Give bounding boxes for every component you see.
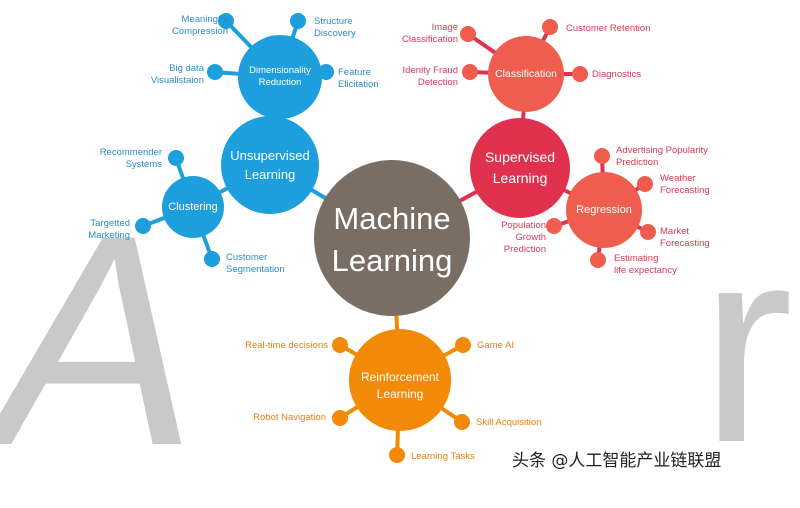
leaf-line: Advertising Popularity — [616, 145, 708, 156]
center-label: Machine Learning — [314, 198, 470, 282]
leaf-dots-red — [460, 19, 656, 268]
leaf-dots-orange — [332, 337, 471, 463]
leaf-line: Customer — [226, 252, 268, 263]
regression-label: Regression — [576, 204, 632, 216]
classification-label: Classification — [495, 68, 557, 80]
leaf-realtime-decisions: Real-time decisions — [222, 340, 328, 352]
leaf-customer-retention: Customer Retention — [566, 23, 666, 35]
leaf-line: Idenity Fraud — [402, 65, 458, 76]
unsupervised-node — [221, 116, 319, 214]
leaf-dots-blue — [135, 13, 334, 267]
watermark-letter-r: r — [700, 189, 794, 501]
leaf-line: Compression — [172, 26, 228, 37]
leaf-skill-acquisition: Skill Acquisition — [476, 417, 566, 429]
mind-map: A r — [0, 13, 793, 508]
leaf-line: Segmentation — [226, 264, 285, 275]
leaf-line: Detection — [417, 77, 458, 88]
leaf-line: Weather — [660, 173, 696, 184]
leaf-game-ai: Game AI — [477, 340, 537, 352]
leaf-robot-navigation: Robot Navigation — [222, 412, 326, 424]
leaf-big-data: Big data Visualistaion — [126, 63, 204, 87]
supervised-line1: Supervised — [484, 149, 556, 165]
center-label-line1: Machine — [333, 201, 451, 236]
leaf-line: Visualistaion — [150, 75, 204, 86]
reinforcement-node — [349, 329, 451, 431]
leaf-line: Customer Retention — [566, 23, 651, 34]
dimensionality-node — [238, 35, 322, 119]
diagram-graphics — [135, 13, 656, 463]
leaf-line: Game AI — [477, 340, 514, 351]
leaf-structure-discovery: Structure Discovery — [314, 16, 394, 40]
supervised-line2: Learning — [492, 170, 548, 186]
leaf-targetted-marketing: Targetted Marketing — [70, 218, 130, 242]
leaf-line: Systems — [125, 159, 162, 170]
leaf-meaningful-compression: Meaningful Compression — [150, 14, 228, 38]
leaf-line: Estimating — [614, 253, 659, 264]
leaf-line: Feature — [338, 67, 371, 78]
leaf-line: Robot Navigation — [253, 412, 326, 423]
leaf-image-classification: Image Classification — [386, 22, 458, 46]
leaf-line: Structure — [314, 16, 353, 27]
unsupervised-line2: Learning — [244, 167, 296, 182]
supervised-label: Supervised Learning — [470, 147, 570, 189]
leaf-life-expectancy: Estimating life expectancy — [614, 253, 704, 277]
center-label-line2: Learning — [331, 243, 453, 278]
leaf-line: Meaningful — [181, 14, 228, 25]
leaf-line: Skill Acquisition — [476, 417, 542, 428]
unsupervised-line1: Unsupervised — [230, 148, 310, 163]
leaf-line: Prediction — [616, 157, 659, 168]
leaf-line: Elicitation — [338, 79, 379, 90]
leaf-identity-fraud: Idenity Fraud Detection — [384, 65, 458, 89]
leaf-population-growth: Population Growth Prediction — [490, 220, 546, 256]
leaf-line: Targetted — [90, 218, 130, 229]
regression-node — [566, 172, 642, 248]
leaf-line: Big data — [169, 63, 204, 74]
reinforcement-label: Reinforcement Learning — [346, 369, 454, 403]
leaf-line: Growth — [515, 232, 546, 243]
dimensionality-line1: Dimensionality — [249, 65, 311, 76]
leaf-customer-segmentation: Customer Segmentation — [226, 252, 306, 276]
leaf-line: Market — [660, 226, 690, 237]
leaf-line: Learning Tasks — [411, 451, 475, 462]
leaf-line: Prediction — [503, 244, 546, 255]
leaf-line: Classification — [402, 34, 458, 45]
dimensionality-label: Dimensionality Reduction — [238, 65, 322, 89]
leaf-line: Population — [501, 220, 546, 231]
leaf-line: Real-time decisions — [245, 340, 328, 351]
leaf-line: Marketing — [88, 230, 130, 241]
leaf-learning-tasks: Learning Tasks — [411, 451, 491, 463]
reinforcement-line1: Reinforcement — [360, 370, 440, 384]
leaf-weather-forecasting: Weather Forecasting — [660, 173, 730, 197]
leaf-market-forecasting: Market Forecasting — [660, 226, 730, 250]
unsupervised-label: Unsupervised Learning — [221, 146, 319, 184]
leaf-line: life expectancy — [614, 265, 677, 276]
leaf-line: Diagnostics — [592, 69, 642, 80]
leaf-line: Discovery — [314, 28, 356, 39]
leaf-line: Forecasting — [660, 185, 710, 196]
leaf-recommender: Recommender Systems — [82, 147, 162, 171]
clustering-node — [162, 176, 224, 238]
classification-node — [488, 36, 564, 112]
dimensionality-line2: Reduction — [258, 77, 302, 88]
supervised-node — [470, 118, 570, 218]
leaf-advertising-popularity: Advertising Popularity Prediction — [616, 145, 726, 169]
reinforcement-line2: Learning — [376, 387, 424, 401]
leaf-feature-elicitation: Feature Elicitation — [338, 67, 398, 91]
leaf-line: Forecasting — [660, 238, 710, 249]
source-caption: 头条 @人工智能产业链联盟 — [512, 451, 722, 471]
leaf-diagnostics: Diagnostics — [592, 69, 662, 81]
machine-learning-node — [314, 160, 470, 316]
clustering-label: Clustering — [168, 201, 218, 213]
leaf-line: Recommender — [99, 147, 162, 158]
leaf-line: Image — [431, 22, 458, 33]
